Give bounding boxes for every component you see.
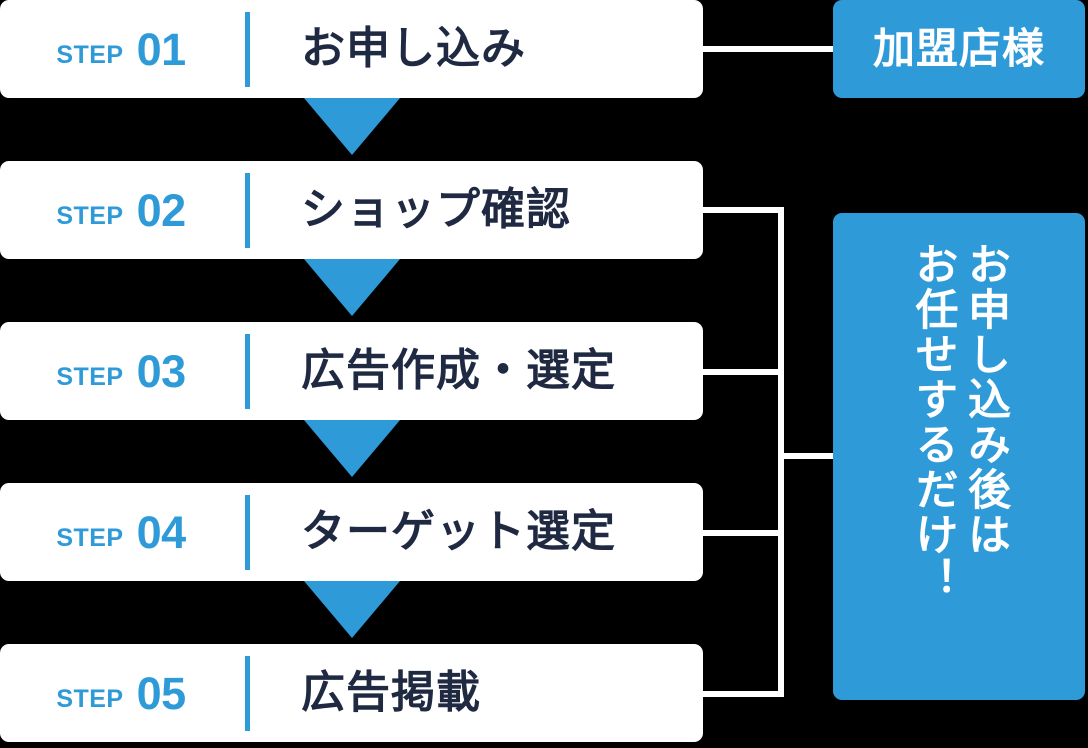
connector-step02-branch — [703, 207, 784, 213]
step-title-02: ショップ確認 — [301, 185, 571, 234]
step-label-04: STEP 04 — [0, 510, 246, 555]
callout-leave-to-us-text: お申し込み後は お任せするだけ！ — [907, 242, 1012, 672]
step-divider-01 — [245, 12, 250, 87]
callout-partner-box[interactable]: 加盟店様 — [833, 0, 1085, 98]
step-card-05[interactable]: STEP 05 広告掲載 — [0, 644, 703, 742]
arrow-down-icon-03-to-04 — [304, 420, 400, 477]
step-label-05: STEP 05 — [0, 671, 246, 716]
step-title-03: 広告作成・選定 — [301, 346, 616, 395]
step-divider-05 — [245, 656, 250, 731]
arrow-down-icon-04-to-05 — [304, 581, 400, 638]
step-word-05: STEP — [56, 684, 124, 713]
step-card-01[interactable]: STEP 01 お申し込み — [0, 0, 703, 98]
step-label-02: STEP 02 — [0, 188, 246, 233]
step-word-03: STEP — [56, 362, 124, 391]
step-title-04: ターゲット選定 — [301, 507, 616, 556]
step-number-05: 05 — [136, 667, 187, 719]
connector-bracket-to-leave-box — [778, 453, 835, 459]
arrow-down-icon-01-to-02 — [304, 98, 400, 155]
step-card-02[interactable]: STEP 02 ショップ確認 — [0, 161, 703, 259]
connector-step05-branch — [703, 691, 784, 697]
connector-bracket-spine — [778, 207, 784, 697]
step-number-04: 04 — [136, 506, 187, 558]
step-word-02: STEP — [56, 201, 124, 230]
step-number-03: 03 — [136, 345, 187, 397]
step-title-01: お申し込み — [301, 24, 526, 73]
step-title-05: 広告掲載 — [301, 668, 481, 717]
connector-step01-to-partner — [703, 46, 835, 52]
step-divider-03 — [245, 334, 250, 409]
arrow-down-icon-02-to-03 — [304, 259, 400, 316]
step-card-04[interactable]: STEP 04 ターゲット選定 — [0, 483, 703, 581]
step-word-01: STEP — [56, 40, 124, 69]
callout-leave-to-us-line-2: お任せするだけ！ — [909, 241, 957, 602]
step-number-02: 02 — [136, 184, 187, 236]
step-word-04: STEP — [56, 523, 124, 552]
step-divider-02 — [245, 173, 250, 248]
connector-step03-branch — [703, 369, 784, 375]
step-label-03: STEP 03 — [0, 349, 246, 394]
callout-partner-label: 加盟店様 — [872, 25, 1045, 72]
callout-leave-to-us-line-1: お申し込み後は — [961, 241, 1010, 557]
step-card-03[interactable]: STEP 03 広告作成・選定 — [0, 322, 703, 420]
step-divider-04 — [245, 495, 250, 570]
callout-leave-to-us-box[interactable]: お申し込み後は お任せするだけ！ — [833, 213, 1085, 700]
step-number-01: 01 — [136, 23, 187, 75]
connector-step04-branch — [703, 530, 784, 536]
step-label-01: STEP 01 — [0, 27, 246, 72]
